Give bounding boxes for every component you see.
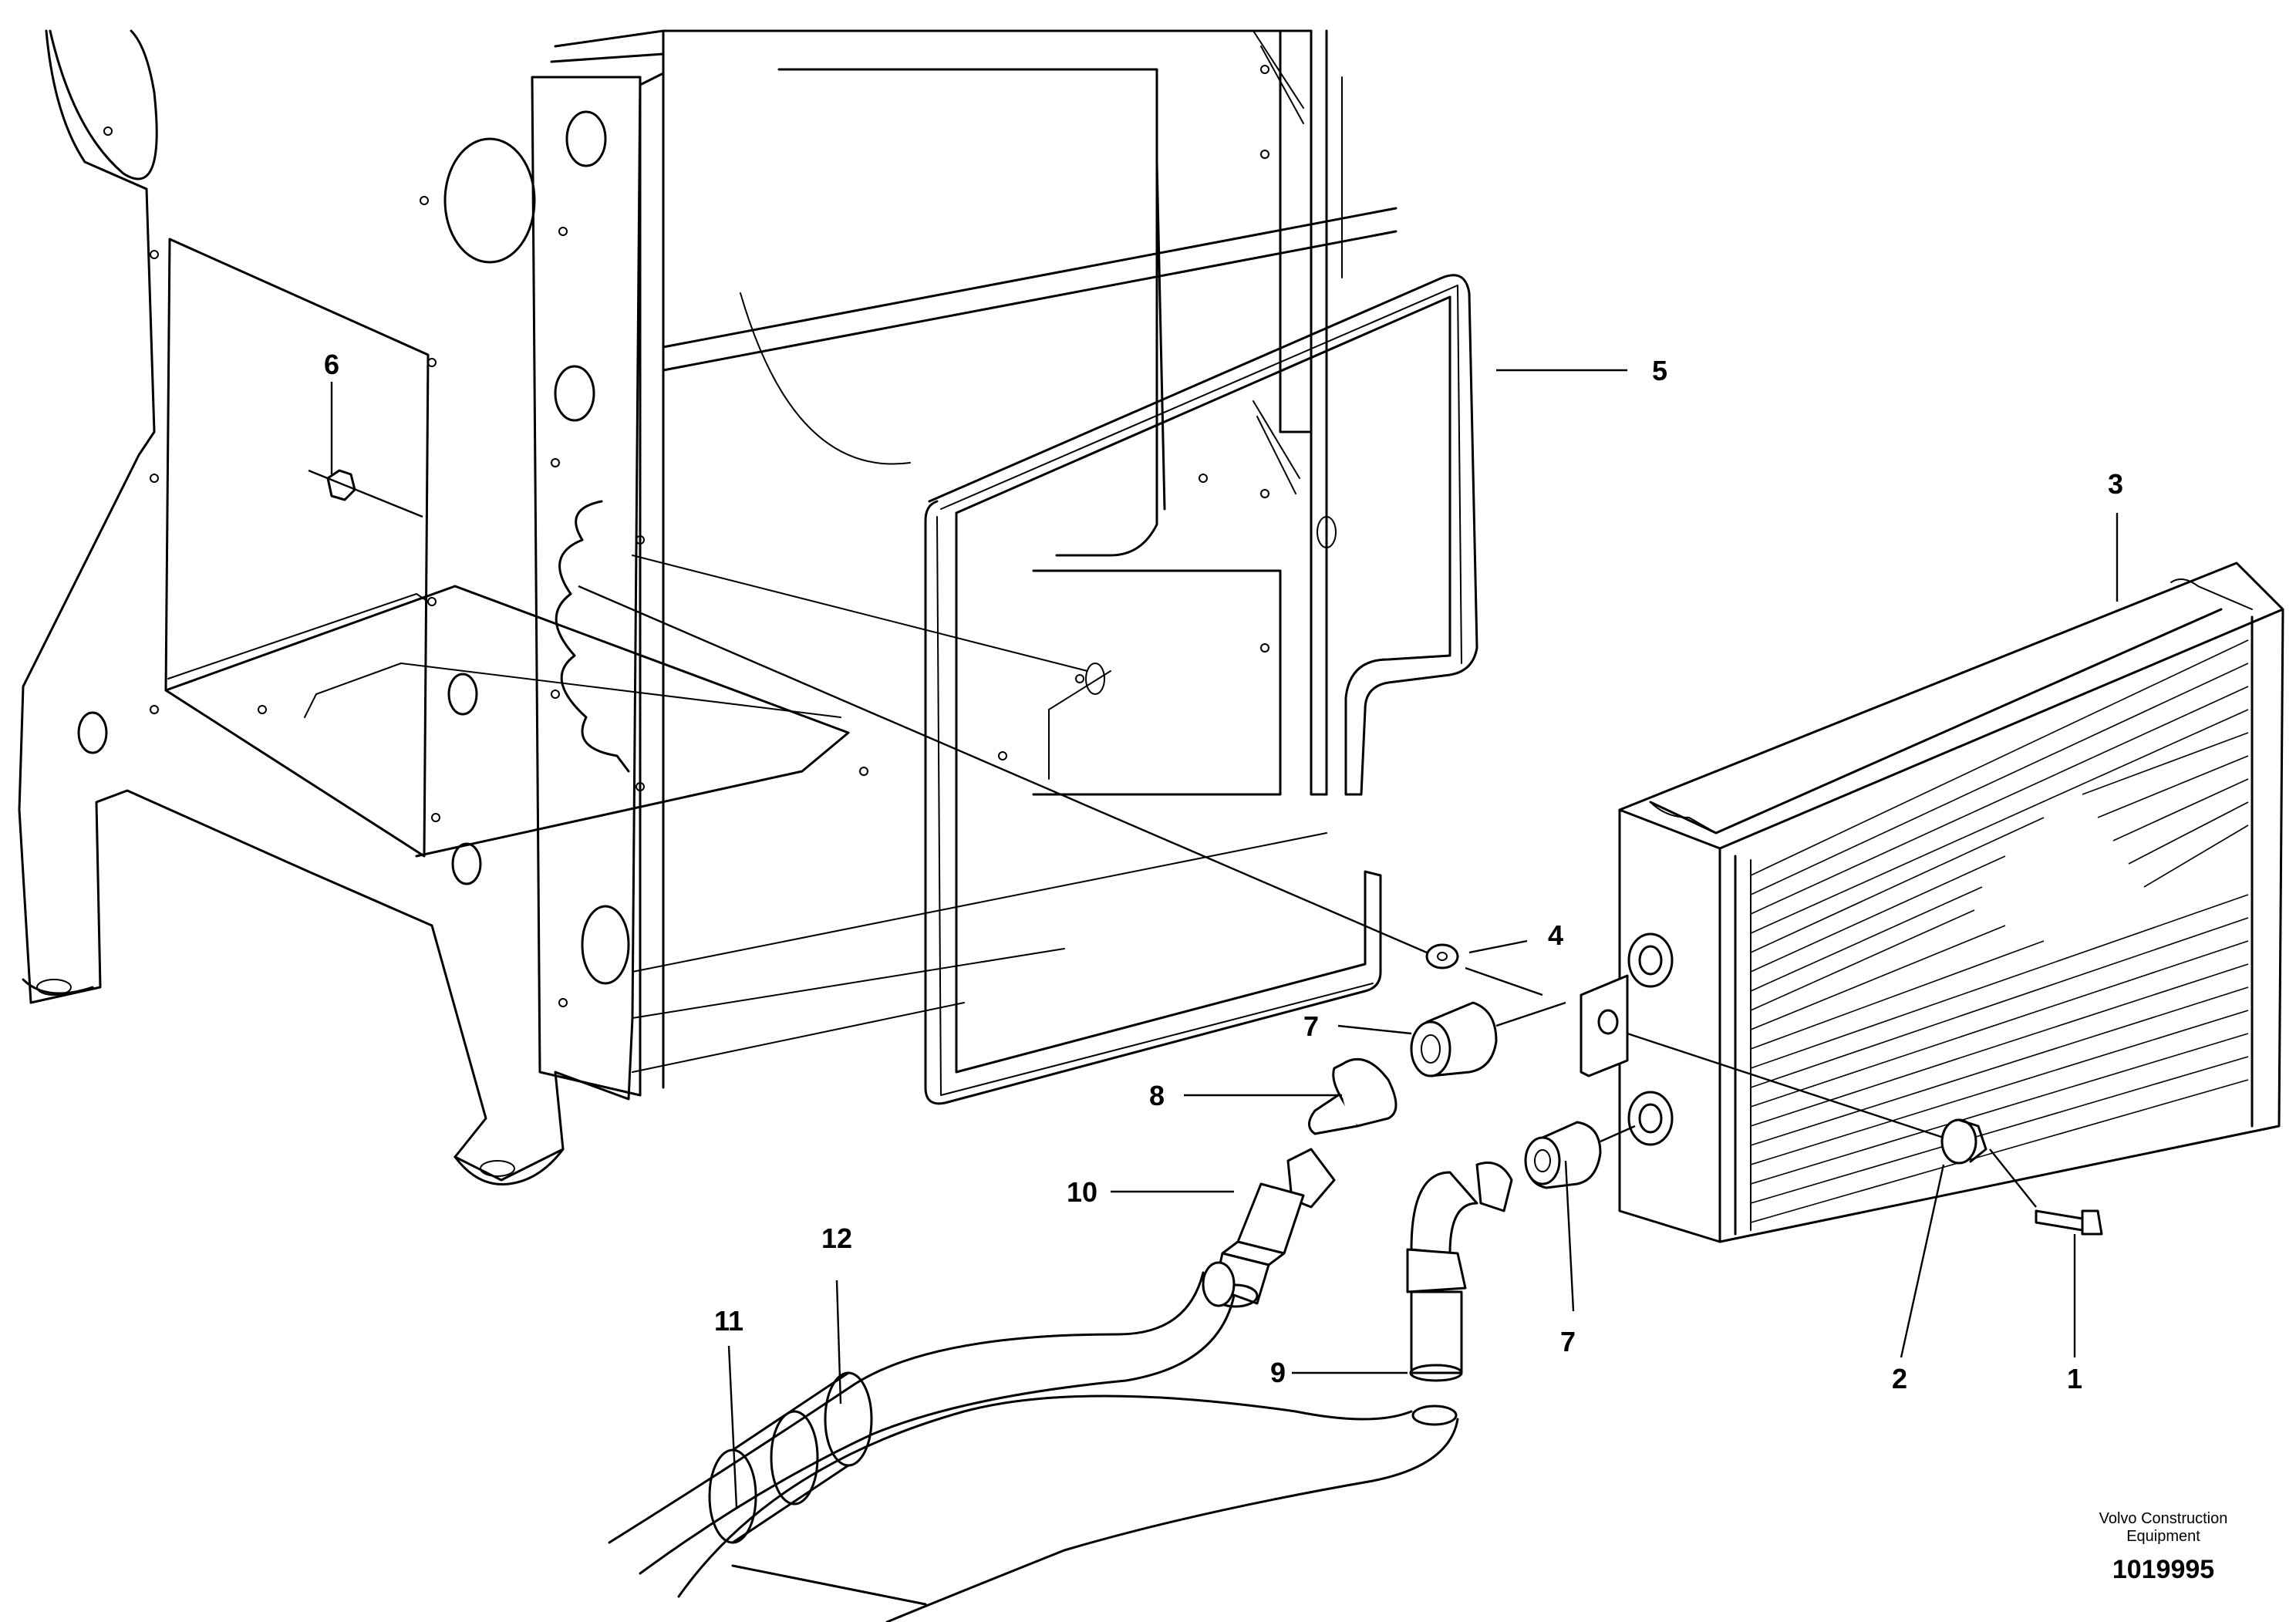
seal-frame (924, 274, 1478, 1105)
caption-company-line2: Equipment (2126, 1528, 2200, 1545)
callout-7-upper: 7 (1303, 1010, 1319, 1042)
hose-clamps (708, 1371, 873, 1544)
callout-1: 1 (2067, 1363, 2082, 1394)
hoses (608, 1261, 1459, 1622)
callout-labels: 1 2 3 4 5 6 7 7 8 9 10 11 12 (324, 349, 2123, 1394)
caption-company: Volvo Construction (2099, 1510, 2228, 1527)
frame-structure (18, 29, 1397, 1186)
callout-11: 11 (714, 1305, 743, 1337)
callout-8: 8 (1149, 1080, 1165, 1111)
frame-holes (77, 30, 1337, 1007)
callout-7-lower: 7 (1560, 1326, 1576, 1357)
callout-3: 3 (2108, 468, 2123, 500)
callout-5: 5 (1652, 355, 1667, 386)
callout-4: 4 (1548, 919, 1563, 951)
callout-2: 2 (1892, 1363, 1907, 1394)
fittings (326, 469, 2103, 1382)
radiator-fins (1750, 639, 2249, 1223)
caption-block: Volvo Construction Equipment 1019995 (2099, 1510, 2228, 1584)
drawing-number: 1019995 (2112, 1555, 2214, 1584)
callout-6: 6 (324, 349, 339, 380)
callout-9: 9 (1270, 1357, 1286, 1388)
callout-10: 10 (1067, 1176, 1097, 1208)
callout-12: 12 (821, 1222, 852, 1254)
leader-lines (308, 369, 2119, 1509)
heat-exchanger (1580, 561, 2284, 1243)
